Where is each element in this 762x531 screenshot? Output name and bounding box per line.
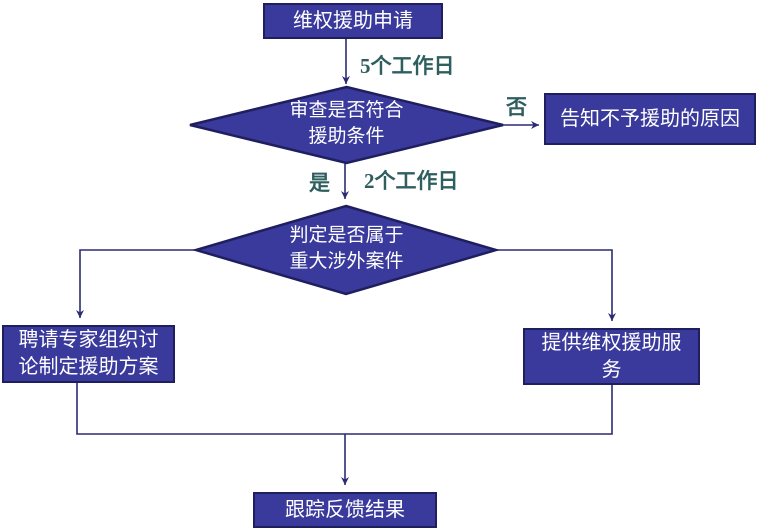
decision-review-shape: [189, 85, 504, 165]
node-expert: 聘请专家组织讨 论制定援助方案: [2, 325, 175, 383]
node-start: 维权援助申请: [263, 3, 443, 39]
node-provide: 提供维权援助服 务: [523, 328, 700, 385]
join-line: [76, 383, 613, 435]
decision-review-label: 审查是否符合 援助条件: [289, 100, 404, 147]
node-inform-label: 告知不予援助的原因: [560, 107, 740, 130]
decision-major-shape: [191, 204, 501, 296]
edge-label-2-working-days: 2个工作日: [364, 169, 459, 193]
node-expert-label: 聘请专家组织讨 论制定援助方案: [18, 329, 159, 378]
arrow-major-to-provide: [496, 249, 616, 321]
node-track-label: 跟踪反馈结果: [285, 498, 405, 521]
edge-label-no: 否: [506, 95, 527, 119]
node-track: 跟踪反馈结果: [253, 492, 437, 528]
node-inform: 告知不予援助的原因: [544, 93, 756, 145]
edge-label-5-working-days: 5个工作日: [360, 54, 455, 78]
decision-major-label: 判定是否属于 重大涉外案件: [289, 225, 404, 272]
node-start-label: 维权援助申请: [293, 9, 413, 32]
arrow-major-to-expert: [76, 249, 196, 318]
edge-label-yes: 是: [309, 171, 330, 195]
node-provide-label: 提供维权援助服 务: [541, 331, 682, 381]
